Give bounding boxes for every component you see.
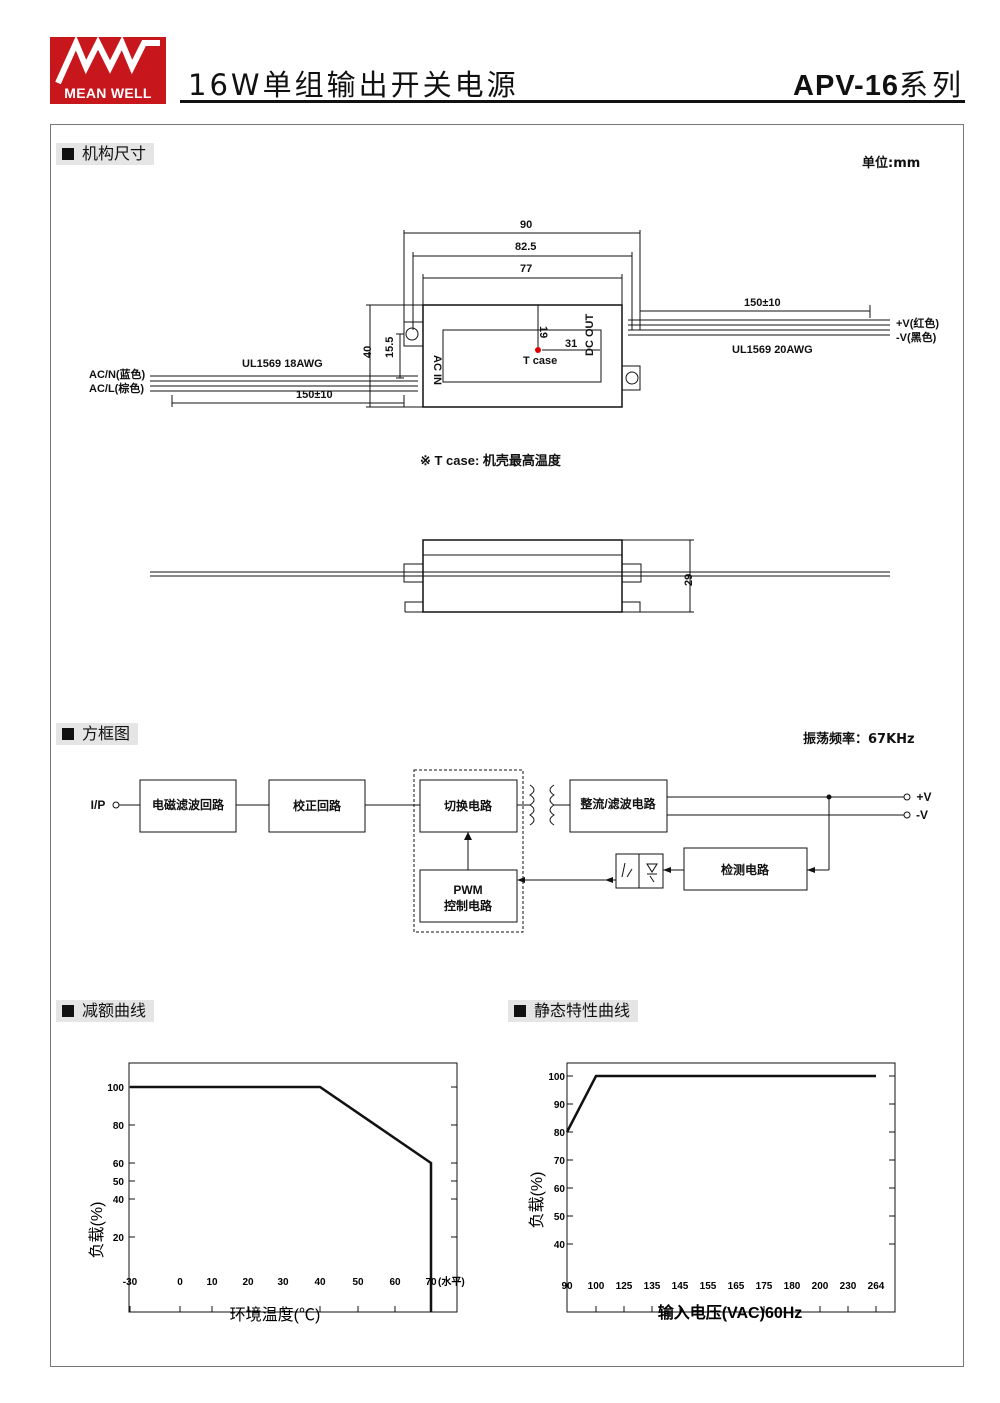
acn-wire-label: AC/N(蓝色) bbox=[89, 367, 146, 381]
page-title: 16W单组输出开关电源 bbox=[188, 68, 519, 102]
x-axis-label: 输入电压(VAC)60Hz bbox=[658, 1303, 803, 1322]
y-tick-label: 100 bbox=[548, 1072, 565, 1083]
x-tick-label: 100 bbox=[588, 1281, 605, 1292]
dc-out-label: DC OUT bbox=[584, 314, 596, 356]
x-tick-label: 90 bbox=[561, 1281, 573, 1292]
unit-label: 单位:mm bbox=[862, 156, 921, 171]
x-tick-label: 155 bbox=[700, 1281, 717, 1292]
switching-block: 切换电路 bbox=[444, 798, 493, 813]
pfc-block: 校正回路 bbox=[293, 798, 342, 813]
section-block-diagram: 方框图 bbox=[56, 723, 139, 745]
y-tick-label: 40 bbox=[554, 1240, 566, 1251]
content-frame bbox=[50, 124, 964, 1367]
acl-wire-label: AC/L(棕色) bbox=[89, 381, 144, 395]
pwm-control-block: 控制电路 bbox=[444, 898, 493, 913]
y-axis-label: 负载(%) bbox=[528, 1172, 546, 1229]
wire-in-label: UL1569 18AWG bbox=[242, 358, 323, 370]
x-tick-label: 60 bbox=[389, 1277, 401, 1288]
y-tick-label: 40 bbox=[113, 1195, 125, 1206]
x-tick-label: 135 bbox=[644, 1281, 661, 1292]
section-derating: 减额曲线 bbox=[56, 1000, 155, 1022]
vplus-output: +V bbox=[916, 790, 931, 804]
x-tick-label: 70 bbox=[425, 1277, 437, 1288]
square-bullet-icon bbox=[514, 1005, 526, 1017]
block-diagram: I/P 电磁滤波回路 校正回路 切换电路 整流/滤波电路 PWM 控制电路 检测… bbox=[91, 769, 932, 933]
model-series: APV-16系列 bbox=[793, 62, 965, 104]
x-tick-label: -30 bbox=[123, 1277, 138, 1288]
y-axis-label: 负载(%) bbox=[88, 1202, 106, 1259]
x-tick-label: 10 bbox=[206, 1277, 218, 1288]
ac-in-label: AC IN bbox=[431, 355, 443, 385]
x-tick-label: 145 bbox=[672, 1281, 689, 1292]
x-tick-label: 20 bbox=[242, 1277, 254, 1288]
x-tick-label: 125 bbox=[616, 1281, 633, 1292]
model-suffix: 系列 bbox=[898, 68, 965, 102]
y-tick-label: 60 bbox=[113, 1159, 125, 1170]
wire-out-label: UL1569 20AWG bbox=[732, 344, 813, 356]
y-tick-label: 100 bbox=[107, 1083, 124, 1094]
y-tick-label: 60 bbox=[554, 1184, 566, 1195]
header-rule bbox=[180, 100, 965, 103]
section-title: 方框图 bbox=[82, 724, 131, 743]
dim-31: 31 bbox=[565, 338, 577, 350]
square-bullet-icon bbox=[62, 148, 74, 160]
vminus-wire-label: -V(黑色) bbox=[896, 330, 937, 344]
model-name: APV-16 bbox=[793, 70, 899, 102]
x-tick-label: 165 bbox=[728, 1281, 745, 1292]
derating-series-line bbox=[130, 1085, 433, 1312]
x-tick-label: 264 bbox=[868, 1281, 885, 1292]
x-tick-label: 200 bbox=[812, 1281, 829, 1292]
mw-logo-icon bbox=[55, 35, 160, 85]
section-title: 减额曲线 bbox=[82, 1001, 147, 1020]
static-series-line bbox=[565, 1074, 876, 1133]
tcase-label: T case bbox=[523, 355, 557, 367]
meanwell-logo: MEAN WELL bbox=[50, 35, 166, 104]
x-tick-label: 30 bbox=[277, 1277, 289, 1288]
dim-77: 77 bbox=[520, 263, 532, 275]
section-title: 静态特性曲线 bbox=[534, 1001, 631, 1020]
y-tick-label: 50 bbox=[113, 1177, 125, 1188]
dim-19: 19 bbox=[537, 326, 549, 338]
emi-filter-block: 电磁滤波回路 bbox=[152, 797, 225, 812]
x-tick-label: 50 bbox=[352, 1277, 364, 1288]
pwm-block: PWM bbox=[453, 883, 482, 897]
x-tick-label: 230 bbox=[840, 1281, 857, 1292]
static-chart: 90 100 125 135 145 155 165 175 180 200 230 264 100 9… bbox=[528, 1062, 896, 1322]
dim-40: 40 bbox=[362, 346, 374, 358]
detection-block: 检测电路 bbox=[721, 862, 770, 877]
dim-90: 90 bbox=[520, 219, 532, 231]
square-bullet-icon bbox=[62, 728, 74, 740]
input-label: I/P bbox=[91, 798, 106, 812]
section-title: 机构尺寸 bbox=[82, 144, 147, 163]
x-tick-label: 40 bbox=[314, 1277, 326, 1288]
mechanical-drawing: 90 82.5 77 19 31 T case 40 15.5 AC IN DC… bbox=[89, 219, 939, 613]
y-tick-label: 50 bbox=[554, 1212, 566, 1223]
dim-29: 29 bbox=[683, 574, 695, 586]
dim-150-left: 150±10 bbox=[296, 389, 333, 401]
oscillation-frequency: 振荡频率：67KHz bbox=[803, 732, 915, 747]
y-tick-label: 80 bbox=[113, 1121, 125, 1132]
y-tick-label: 20 bbox=[113, 1233, 125, 1244]
x-tick-label: 175 bbox=[756, 1281, 773, 1292]
dim-82-5: 82.5 bbox=[515, 241, 536, 253]
dim-150-right: 150±10 bbox=[744, 297, 781, 309]
rectifier-block: 整流/滤波电路 bbox=[579, 796, 656, 811]
x-tick-label: 0 bbox=[177, 1277, 183, 1288]
x-axis-label: 环境温度(℃) bbox=[230, 1305, 321, 1324]
y-tick-label: 70 bbox=[554, 1156, 566, 1167]
x-tick-label: 180 bbox=[784, 1281, 801, 1292]
logo-text: MEAN WELL bbox=[64, 85, 152, 101]
y-tick-label: 90 bbox=[554, 1100, 566, 1111]
square-bullet-icon bbox=[62, 1005, 74, 1017]
derating-chart: -30 0 10 20 30 40 50 60 70 100 80 60 50 40 20 (水平) 负载… bbox=[88, 1062, 465, 1324]
x-unit-label: (水平) bbox=[438, 1275, 465, 1288]
y-tick-label: 80 bbox=[554, 1128, 566, 1139]
tcase-note: ※ T case: 机壳最高温度 bbox=[420, 453, 562, 468]
section-mechanical: 机构尺寸 bbox=[56, 143, 155, 165]
section-static: 静态特性曲线 bbox=[508, 1000, 639, 1022]
vplus-wire-label: +V(红色) bbox=[896, 316, 939, 330]
vminus-output: -V bbox=[916, 808, 928, 822]
dim-15-5: 15.5 bbox=[384, 337, 396, 358]
